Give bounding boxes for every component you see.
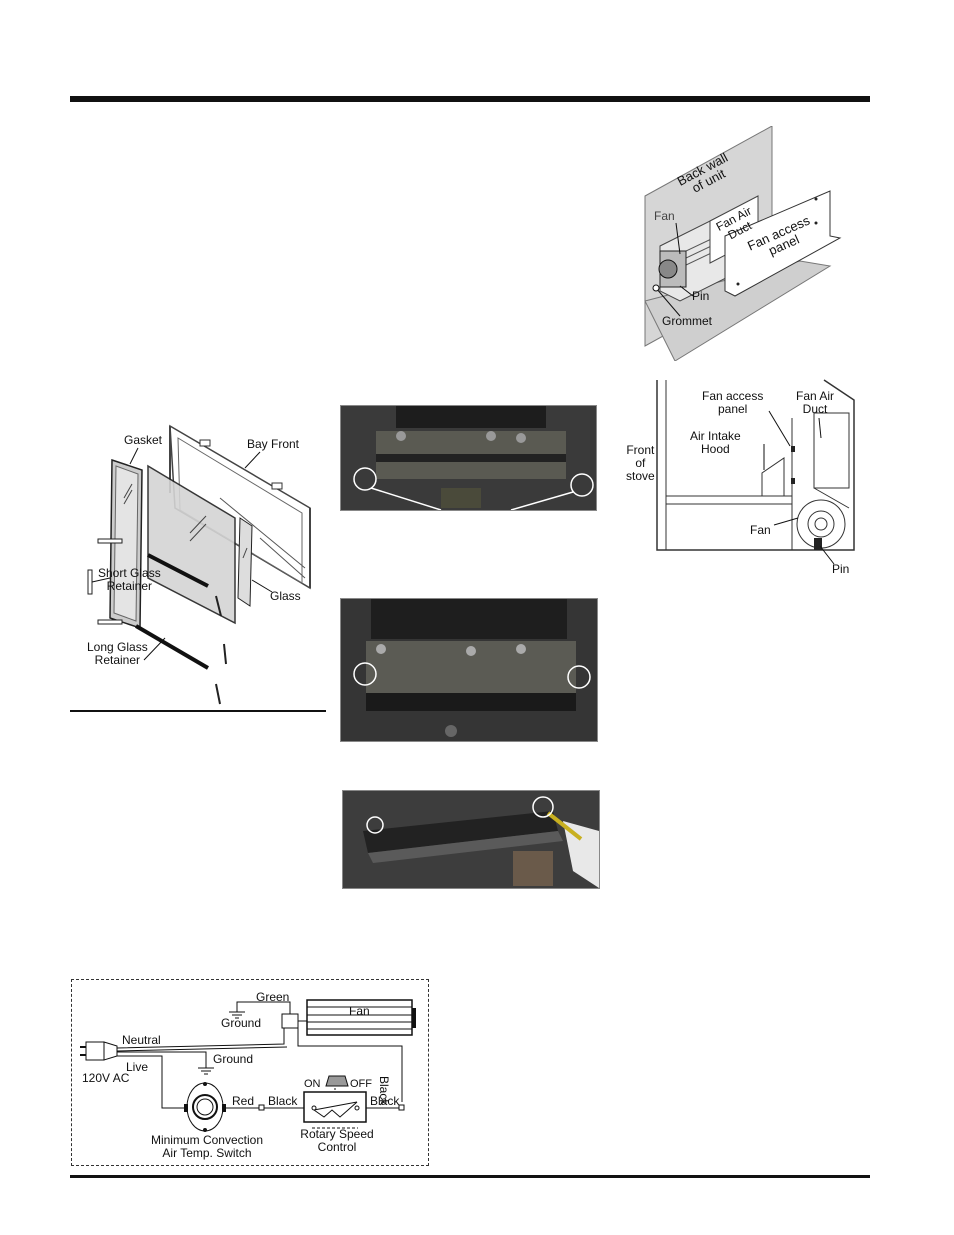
side-pin-label: Pin [832,562,850,576]
side-fan-label: Fan [750,523,771,537]
gasket-label: Gasket [124,433,163,447]
pin-label: Pin [692,289,710,303]
burner-photo-1 [340,405,597,511]
rotary-control-label: Rotary Speed Control [300,1127,374,1154]
supply-voltage-label: 120V AC [82,1071,130,1085]
baffle-photo [342,790,600,889]
air-intake-hood-label: Air Intake Hood [690,429,741,456]
side-fan-access-panel-label: Fan access panel [702,389,764,416]
wire-green-label: Green [256,990,290,1004]
wiring-diagram: Green Ground Fan Neutral Ground Live 120… [71,979,429,1166]
wire-black-right-label: Black [370,1094,400,1108]
section-rule [70,710,326,712]
fan-assembly-diagram: Back wall of unit Fan Fan Air Duct Fan a… [640,125,845,362]
wire-live-label: Live [126,1060,149,1074]
temp-switch-label: Minimum Convection Air Temp. Switch [150,1133,264,1160]
side-fan-air-duct-label: Fan Air Duct [796,389,835,416]
short-glass-retainer-label: Short Glass Retainer [98,566,161,593]
long-glass-retainer-label: Long Glass Retainer [87,640,148,667]
bottom-rule [70,1175,870,1178]
top-rule [70,96,870,102]
bay-front-label: Bay Front [247,437,300,451]
ground-top-label: Ground [221,1016,262,1030]
wire-black-left-label: Black [268,1094,298,1108]
burner-photo-2 [340,598,598,742]
glass-label: Glass [270,589,301,603]
rotary-off-label: OFF [350,1078,372,1090]
glass-exploded-diagram: Gasket Bay Front Short Glass Retainer Gl… [80,418,325,710]
side-view-diagram: Fan access panel Fan Air Duct Air Intake… [624,378,864,578]
fan-label: Fan [654,209,675,223]
wire-neutral-label: Neutral [122,1033,161,1047]
grommet-label: Grommet [662,314,713,328]
rotary-on-label: ON [304,1078,321,1090]
ground-mid-label: Ground [213,1052,254,1066]
wire-red-label: Red [232,1094,255,1108]
front-of-stove-label: Front of stove [626,443,655,483]
fan-box-label: Fan [349,1004,370,1018]
